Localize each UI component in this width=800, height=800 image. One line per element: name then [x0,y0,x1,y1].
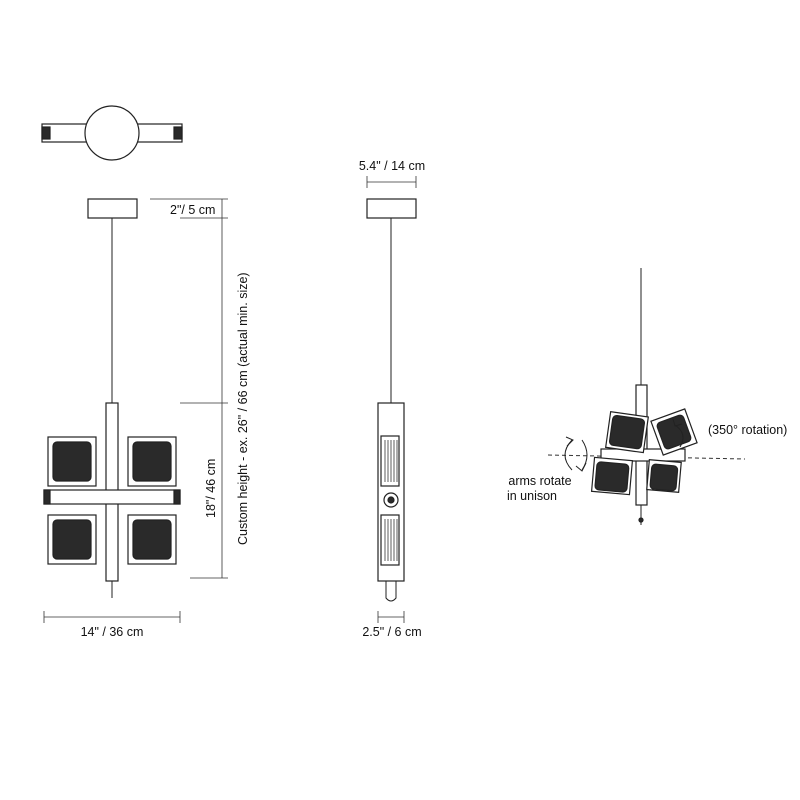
side-upper-shade [380,435,400,487]
width-label: 14" / 36 cm [81,625,144,639]
top-view-canopy [84,105,140,161]
top-view [41,105,183,161]
arms-rotate-line1: arms rotate [508,474,571,488]
top-view-left-cap [41,126,51,140]
side-lower-fins [384,519,398,561]
front-shade-top-left [47,436,97,487]
front-arm-cap-left [43,489,51,505]
canopy-diameter-label: 5.4" / 14 cm [359,159,425,173]
fixture-height-label: 18"/ 46 cm [204,459,218,518]
front-shade-bottom-right [127,514,177,565]
rotation-shade-upper-left [604,410,649,454]
side-bottom-loop [385,581,397,602]
front-shade-bottom-left [47,514,97,565]
arms-rotate-line2: in unison [507,489,557,503]
canopy-height-label: 2"/ 5 cm [170,203,215,217]
front-canopy [87,198,138,219]
depth-label: 2.5" / 6 cm [362,625,421,639]
side-view [366,176,417,623]
rotation-shade-lower-left [590,456,634,496]
custom-height-label: Custom height - ex. 26" / 66 cm (actual … [236,272,250,545]
front-view [43,198,181,598]
tilt-arrow-icon [674,424,684,448]
rotation-shade-lower-right [646,459,682,493]
front-shade-top-right [127,436,177,487]
front-arm-bar [43,489,181,505]
front-arm-cap-right [173,489,181,505]
top-view-right-cap [173,126,183,140]
rotation-shade-upper-right [650,408,698,456]
side-upper-fins [384,440,398,482]
rotation-view [547,268,746,525]
side-lower-shade [380,514,400,566]
front-dimension-lines [43,198,228,623]
side-canopy [366,198,417,219]
rotation-label: (350° rotation) [708,423,787,437]
